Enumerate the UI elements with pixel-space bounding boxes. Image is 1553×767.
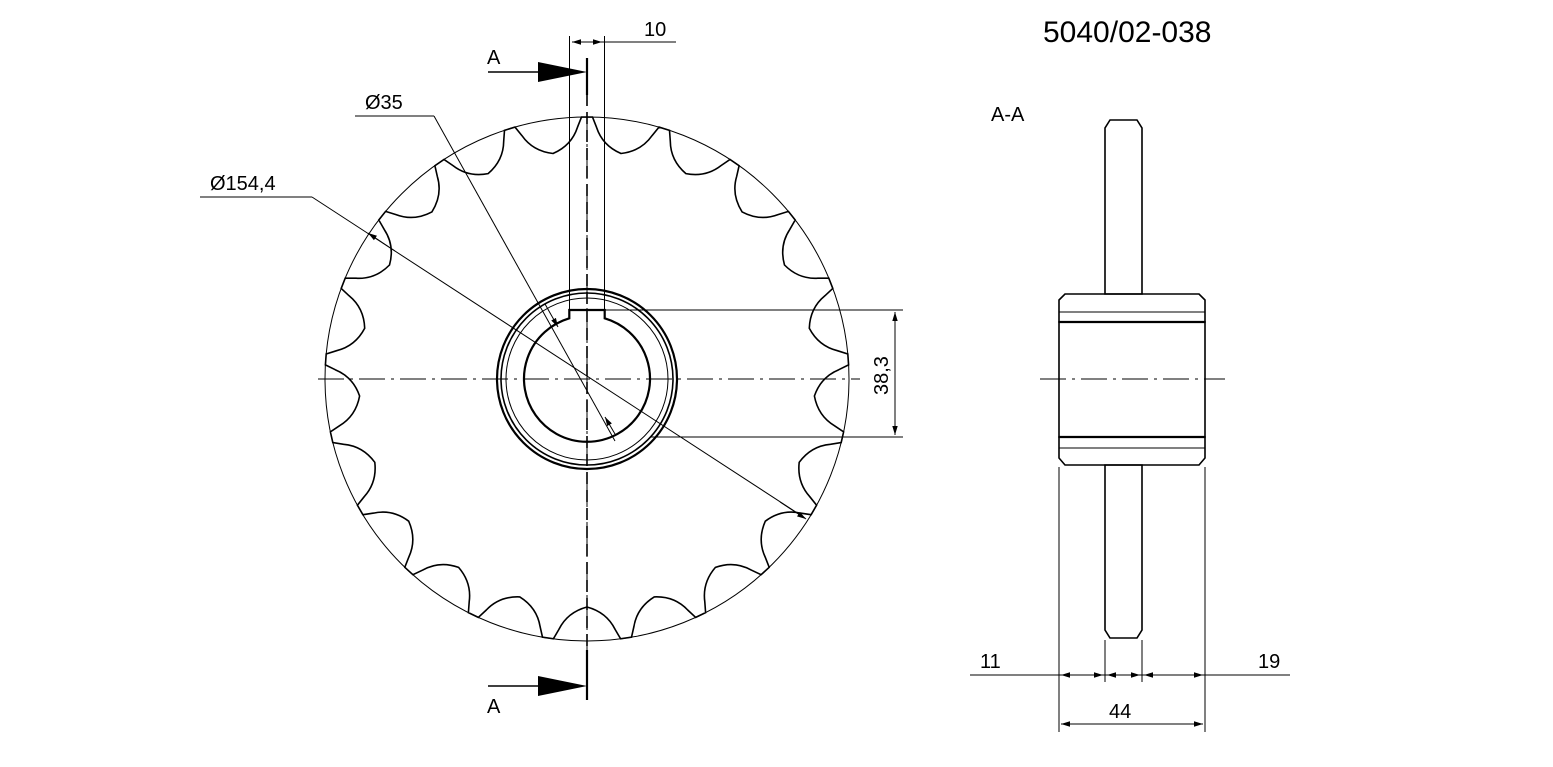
hub-wall-upper (1058, 293, 1206, 323)
section-view-label: A-A (991, 104, 1025, 126)
dim-section-bottom (970, 467, 1290, 732)
dim-key-depth-label: 38,3 (871, 356, 893, 395)
dim-outer-diameter (200, 196, 807, 520)
hub-wall-lower (1058, 436, 1206, 466)
plate-lower (1104, 464, 1143, 639)
dim-key-width-label: 10 (644, 19, 666, 41)
plate-upper (1104, 119, 1143, 295)
dim-left-offset-label: 11 (980, 651, 1001, 673)
dim-outer-diameter-label: Ø154,4 (210, 173, 276, 195)
section-marker-top: A (487, 47, 501, 69)
dim-bore-diameter (355, 115, 616, 442)
dim-right-offset-label: 19 (1258, 651, 1280, 673)
section-view (1058, 119, 1206, 639)
dim-bore-diameter-label: Ø35 (365, 92, 403, 114)
dim-key-depth (604, 309, 903, 438)
dim-key-width (569, 36, 676, 315)
section-marker-bottom: A (487, 696, 501, 718)
dim-total-length-label: 44 (1109, 701, 1131, 723)
section-arrow-bottom (488, 676, 587, 696)
section-arrow-top (488, 62, 587, 82)
drawing-number: 5040/02-038 (1043, 16, 1212, 49)
bore-with-keyway (522, 308, 652, 443)
